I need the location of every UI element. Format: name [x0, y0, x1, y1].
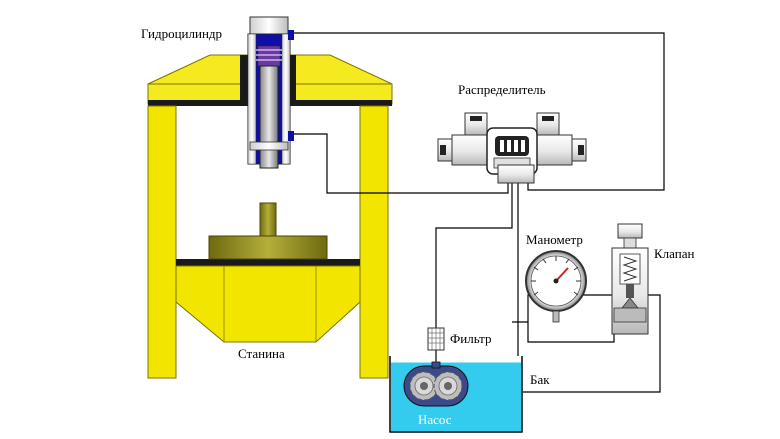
cylinder-lower-port: [288, 131, 294, 141]
cylinder-inner-right: [281, 33, 291, 165]
frame-table-body: [175, 265, 361, 343]
die-post: [259, 202, 277, 237]
hydraulic-cylinder: [247, 16, 294, 169]
relief-valve: [611, 223, 649, 335]
cylinder-bottom-cap: [249, 141, 289, 151]
gear-icon: [409, 371, 439, 401]
cylinder-inner-left: [247, 33, 257, 165]
frame-table-strip: [176, 259, 360, 266]
piston-rod: [259, 65, 279, 169]
label-valve: Клапан: [654, 246, 694, 261]
label-filter: Фильтр: [450, 331, 492, 346]
cylinder-upper-port: [288, 30, 294, 40]
cylinder-cap: [249, 16, 289, 35]
label-manometer: Манометр: [526, 232, 583, 247]
valve-handle: [617, 223, 643, 239]
pump: [403, 361, 469, 407]
die-plate: [208, 235, 328, 260]
frame-left-column: [147, 105, 177, 379]
label-cylinder: Гидроцилиндр: [141, 26, 222, 41]
distributor-valve: [437, 112, 587, 184]
gauge-stem: [552, 310, 560, 323]
piston-head: [257, 45, 281, 67]
label-tank: Бак: [530, 372, 550, 387]
label-pump: Насос: [418, 412, 452, 427]
distributor-port-block: [497, 164, 535, 184]
tank-walls: [389, 356, 523, 433]
pump-outlet: [431, 361, 441, 369]
label-frame: Станина: [238, 346, 285, 361]
frame-right-column: [359, 105, 389, 379]
manometer: [525, 250, 587, 323]
valve-spring: [622, 256, 638, 282]
filter: [427, 327, 445, 351]
gear-icon: [433, 371, 463, 401]
label-distributor: Распределитель: [458, 82, 546, 97]
gauge-needle: [555, 267, 569, 282]
